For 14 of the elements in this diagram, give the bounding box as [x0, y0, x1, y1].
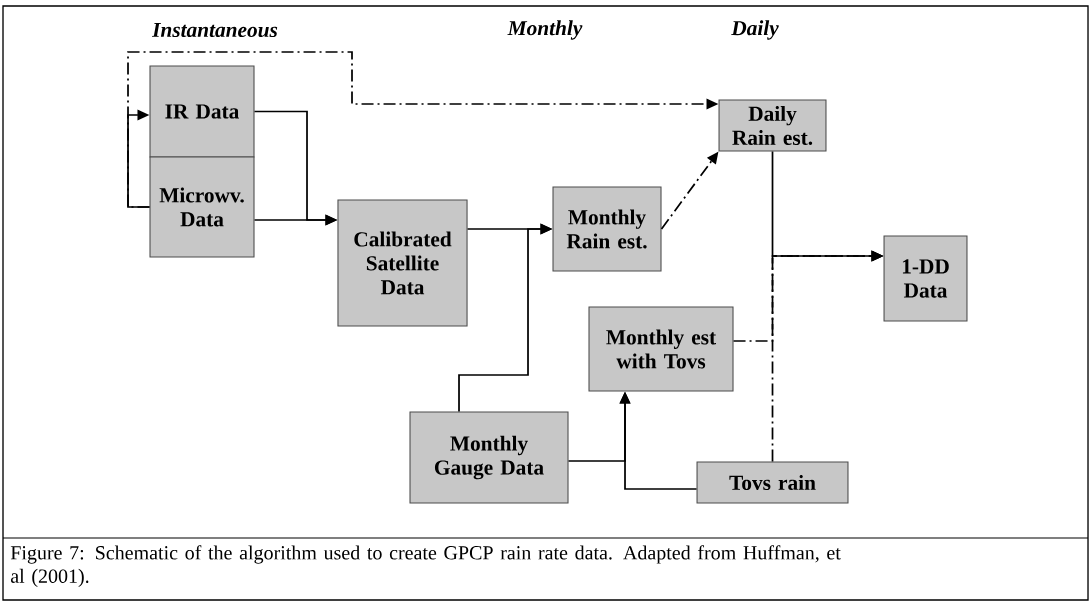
column-heading: Daily: [731, 20, 779, 40]
process-box: Daily Rain est.: [718, 99, 827, 152]
process-box: Tovs rain: [696, 461, 849, 504]
process-box: Monthly est with Tovs: [588, 306, 734, 392]
arrow: [127, 109, 151, 208]
process-box: Monthly Gauge Data: [409, 411, 569, 504]
process-box: 1-DD Data: [883, 235, 968, 322]
column-heading: Monthly: [507, 20, 583, 40]
process-box: Monthly Rain est.: [552, 186, 662, 272]
process-box: Calibrated Satellite Data: [337, 199, 468, 327]
process-box: IR Data: [149, 65, 255, 158]
process-box: Microwv. Data: [149, 156, 255, 258]
figure-caption: Figure 7: Schematic of the algorithm used to create GPCP rain rate data. Adapted from Huffman, et al (2001).: [10, 545, 841, 587]
column-heading: Instantaneous: [151, 22, 278, 38]
